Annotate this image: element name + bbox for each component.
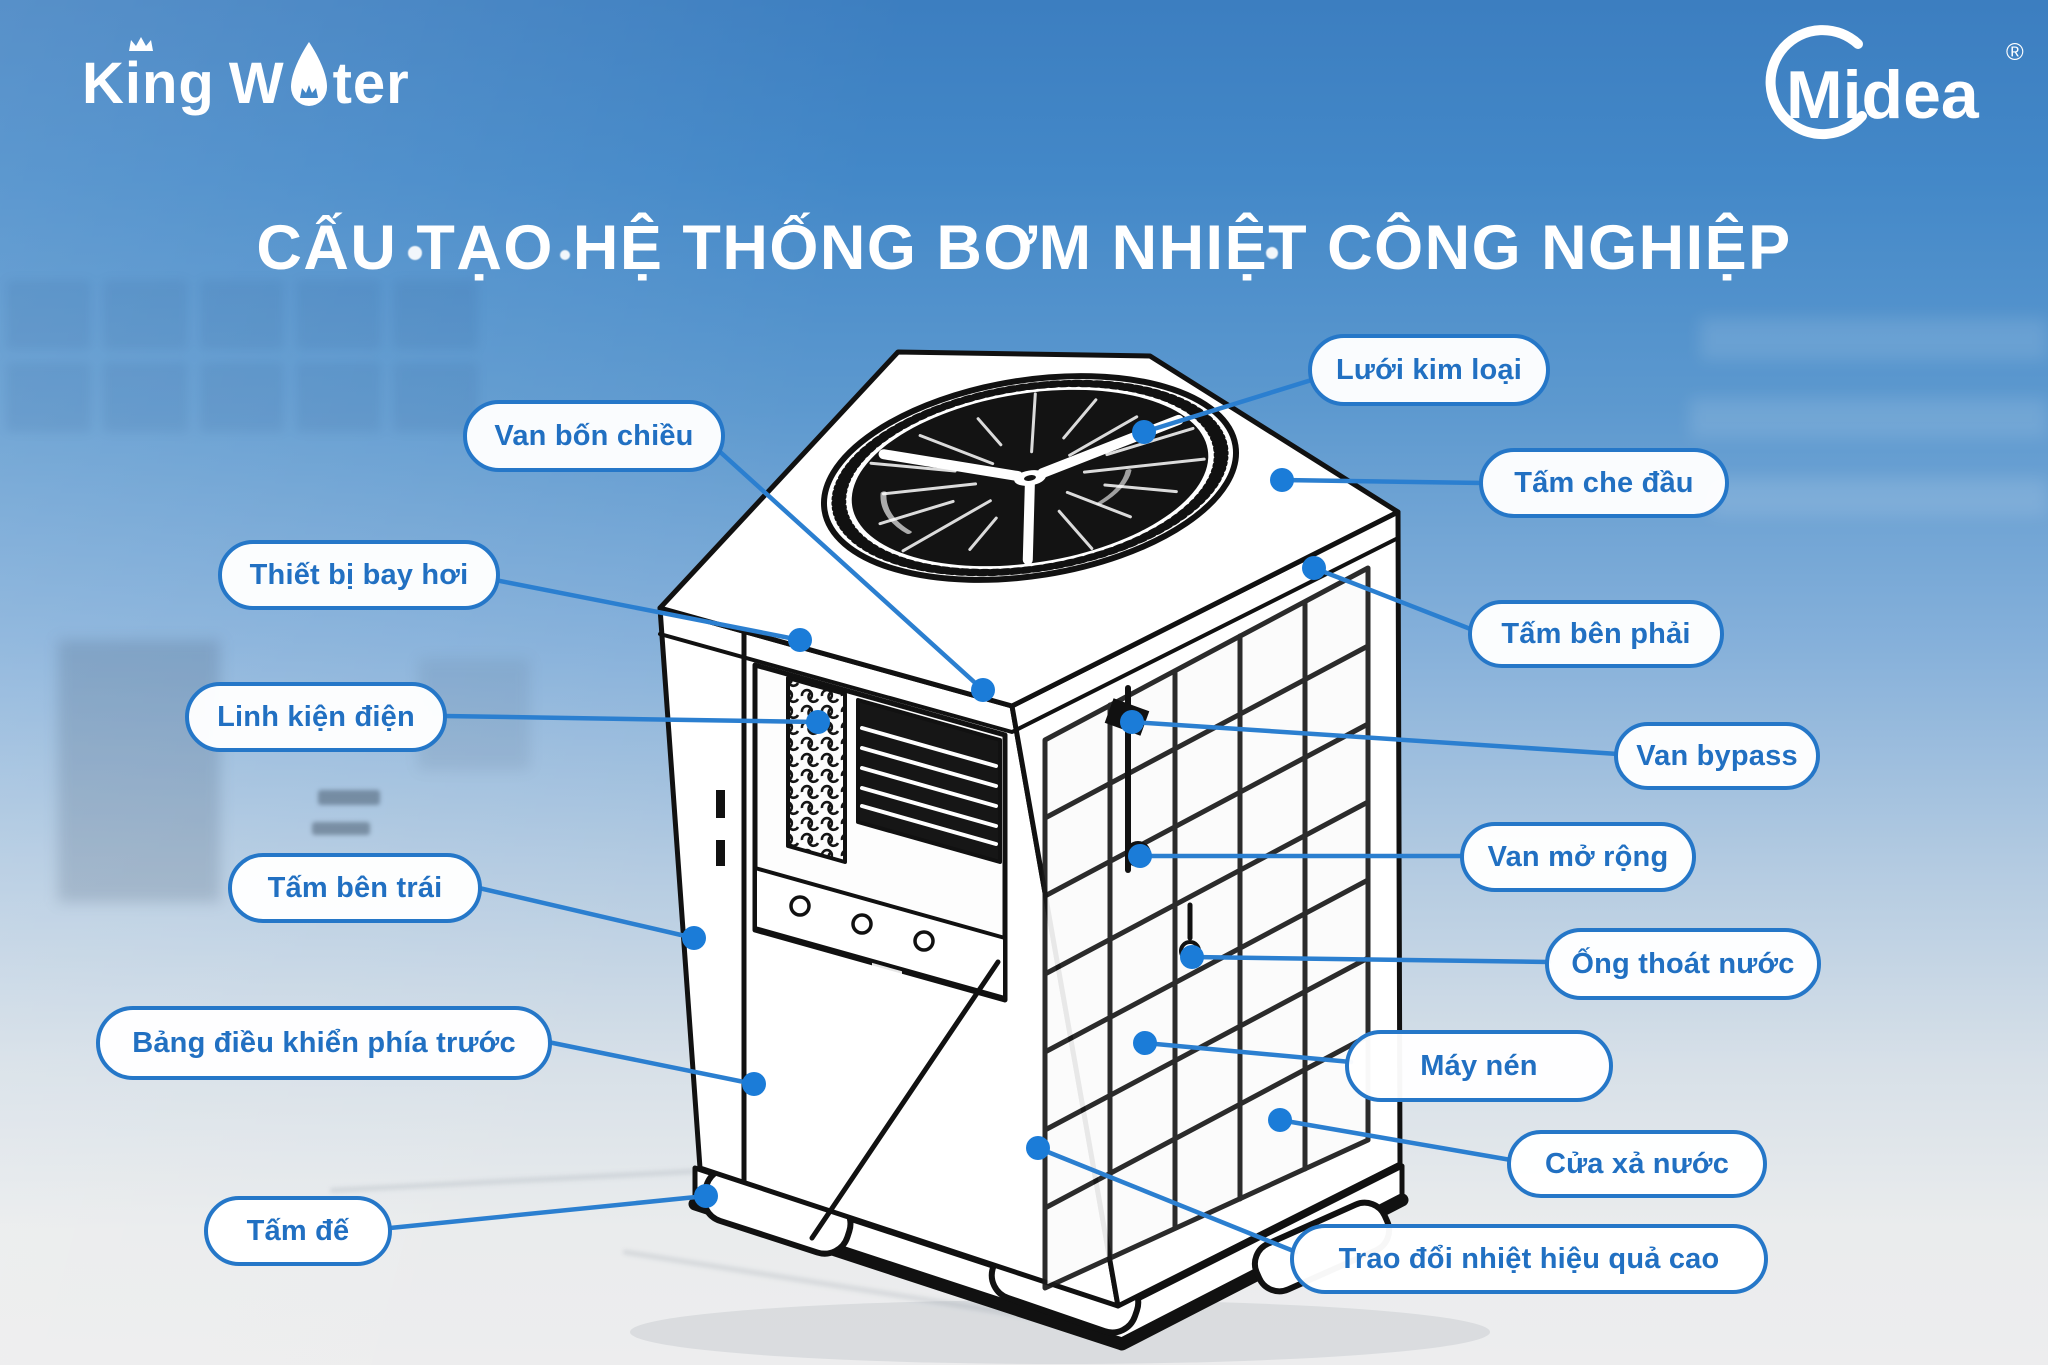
callout-label-luoi-kim-loai: Lưới kim loại xyxy=(1335,353,1523,386)
king-water-logo: King W ter xyxy=(82,37,410,117)
light-dot xyxy=(560,250,570,260)
front-panel-details xyxy=(716,631,1008,1241)
callout-pill-tam-che-dau: Tấm che đầu xyxy=(1479,448,1729,518)
top-rim xyxy=(658,536,1400,734)
leader-dot-linh-kien-dien xyxy=(806,710,830,734)
leader-line-bang-dieu-khien-phia-truoc xyxy=(545,1039,757,1087)
panel-crease xyxy=(809,959,1001,1241)
leader-dot-tam-ben-phai xyxy=(1302,556,1326,580)
callout-label-van-bon-chieu: Van bốn chiều xyxy=(494,419,694,452)
leader-lines xyxy=(387,375,1621,1255)
page-title: CẤU TẠO HỆ THỐNG BƠM NHIỆT CÔNG NGHIỆP xyxy=(256,213,1792,284)
callout-label-tam-de: Tấm đế xyxy=(246,1214,350,1247)
callout-pill-ong-thoat-nuoc: Ống thoát nước xyxy=(1545,928,1821,1000)
leader-dot-trao-doi-nhiet-hieu-qua-cao xyxy=(1026,1136,1050,1160)
fan-mesh xyxy=(831,379,1229,577)
leader-line-linh-kien-dien xyxy=(441,713,821,725)
callout-label-thiet-bi-bay-hoi: Thiết bị bay hơi xyxy=(249,558,469,591)
callout-pill-van-bypass: Van bypass xyxy=(1614,722,1820,790)
callout-pill-may-nen: Máy nén xyxy=(1345,1030,1613,1102)
leader-line-van-bon-chieu xyxy=(715,447,986,693)
midea-wordmark: Midea xyxy=(1786,57,1980,133)
callout-label-tam-ben-phai: Tấm bên phải xyxy=(1501,617,1691,650)
leader-dot-cua-xa-nuoc xyxy=(1268,1108,1292,1132)
callout-label-ong-thoat-nuoc: Ống thoát nước xyxy=(1571,947,1795,980)
callout-pill-tam-de: Tấm đế xyxy=(204,1196,392,1266)
background-wall-band xyxy=(1690,398,2048,438)
leader-dot-thiet-bi-bay-hoi xyxy=(788,628,812,652)
leader-line-luoi-kim-loai xyxy=(1141,375,1321,435)
callout-pill-tam-ben-trai: Tấm bên trái xyxy=(228,853,482,923)
callout-label-trao-doi-nhiet-hieu-qua-cao: Trao đổi nhiệt hiệu quả cao xyxy=(1338,1242,1720,1275)
callout-pill-cua-xa-nuoc: Cửa xả nước xyxy=(1507,1130,1767,1198)
leader-line-trao-doi-nhiet-hieu-qua-cao xyxy=(1035,1145,1299,1255)
leader-dot-van-bypass xyxy=(1120,710,1144,734)
leader-dot-van-bon-chieu xyxy=(971,678,995,702)
leader-line-tam-ben-phai xyxy=(1311,565,1476,633)
leader-dot-tam-che-dau xyxy=(1270,468,1294,492)
midea-logo: Midea ® xyxy=(1765,25,2024,140)
leader-line-ong-thoat-nuoc xyxy=(1189,954,1552,965)
leader-dot-bang-dieu-khien-phia-truoc xyxy=(742,1072,766,1096)
callout-pill-bang-dieu-khien-phia-truoc: Bảng điều khiển phía trước xyxy=(96,1006,552,1080)
leader-line-tam-che-dau xyxy=(1279,477,1487,486)
heat-pump-illustration xyxy=(630,349,1490,1364)
evaporator-coil xyxy=(786,676,847,864)
background-sign xyxy=(312,822,370,835)
leader-dot-tam-ben-trai xyxy=(682,926,706,950)
background-wall-band xyxy=(1710,478,2048,516)
crown-icon xyxy=(299,85,318,98)
callout-pill-linh-kien-dien: Linh kiện điện xyxy=(185,682,447,752)
callout-label-cua-xa-nuoc: Cửa xả nước xyxy=(1544,1147,1730,1180)
leader-dot-tam-de xyxy=(694,1184,718,1208)
leader-dot-luoi-kim-loai xyxy=(1132,420,1156,444)
callout-pill-luoi-kim-loai: Lưới kim loại xyxy=(1308,334,1550,406)
electronics-box xyxy=(856,698,1002,864)
leader-dots xyxy=(682,420,1326,1208)
callout-pill-van-bon-chieu: Van bốn chiều xyxy=(463,400,725,472)
background-sign xyxy=(318,790,380,805)
background-window-grid xyxy=(6,280,478,432)
water-drop-icon xyxy=(287,40,331,114)
fan-blades xyxy=(864,369,1216,580)
leader-line-tam-ben-trai xyxy=(476,885,697,941)
leader-line-cua-xa-nuoc xyxy=(1277,1117,1514,1163)
leader-dot-may-nen xyxy=(1133,1031,1157,1055)
leader-line-may-nen xyxy=(1142,1040,1354,1065)
leader-line-tam-de xyxy=(387,1193,709,1231)
light-dot xyxy=(408,246,422,260)
callout-pill-trao-doi-nhiet-hieu-qua-cao: Trao đổi nhiệt hiệu quả cao xyxy=(1290,1224,1768,1294)
leader-dot-ong-thoat-nuoc xyxy=(1180,945,1204,969)
terminal-panel xyxy=(753,866,1007,1000)
light-dot xyxy=(1266,247,1278,259)
background-door xyxy=(58,640,220,902)
callout-pill-thiet-bi-bay-hoi: Thiết bị bay hơi xyxy=(218,540,500,610)
midea-ring-icon xyxy=(1765,25,1867,140)
callout-label-van-bypass: Van bypass xyxy=(1636,739,1798,772)
callout-label-linh-kien-dien: Linh kiện điện xyxy=(217,700,415,733)
callout-label-may-nen: Máy nén xyxy=(1420,1049,1538,1082)
king-water-word2-pre: W xyxy=(228,51,285,116)
callout-label-tam-che-dau: Tấm che đầu xyxy=(1514,466,1694,499)
leader-line-thiet-bi-bay-hoi xyxy=(492,577,803,643)
leader-line-van-bypass xyxy=(1129,719,1621,757)
callout-pill-tam-ben-phai: Tấm bên phải xyxy=(1468,600,1724,668)
crown-icon xyxy=(129,37,153,51)
background-wall-band xyxy=(1700,318,2048,360)
king-water-word1: King xyxy=(82,51,215,116)
registered-mark: ® xyxy=(2006,39,2024,66)
callout-label-van-mo-rong: Van mở rộng xyxy=(1487,840,1669,873)
unit-shadow xyxy=(630,1300,1490,1364)
leader-dot-van-mo-rong xyxy=(1128,844,1152,868)
callout-pill-van-mo-rong: Van mở rộng xyxy=(1460,822,1696,892)
callout-label-tam-ben-trai: Tấm bên trái xyxy=(267,871,443,904)
fan-ring xyxy=(809,349,1250,607)
king-water-word2-post: ter xyxy=(332,51,410,116)
callout-label-bang-dieu-khien-phia-truoc: Bảng điều khiển phía trước xyxy=(132,1026,516,1059)
